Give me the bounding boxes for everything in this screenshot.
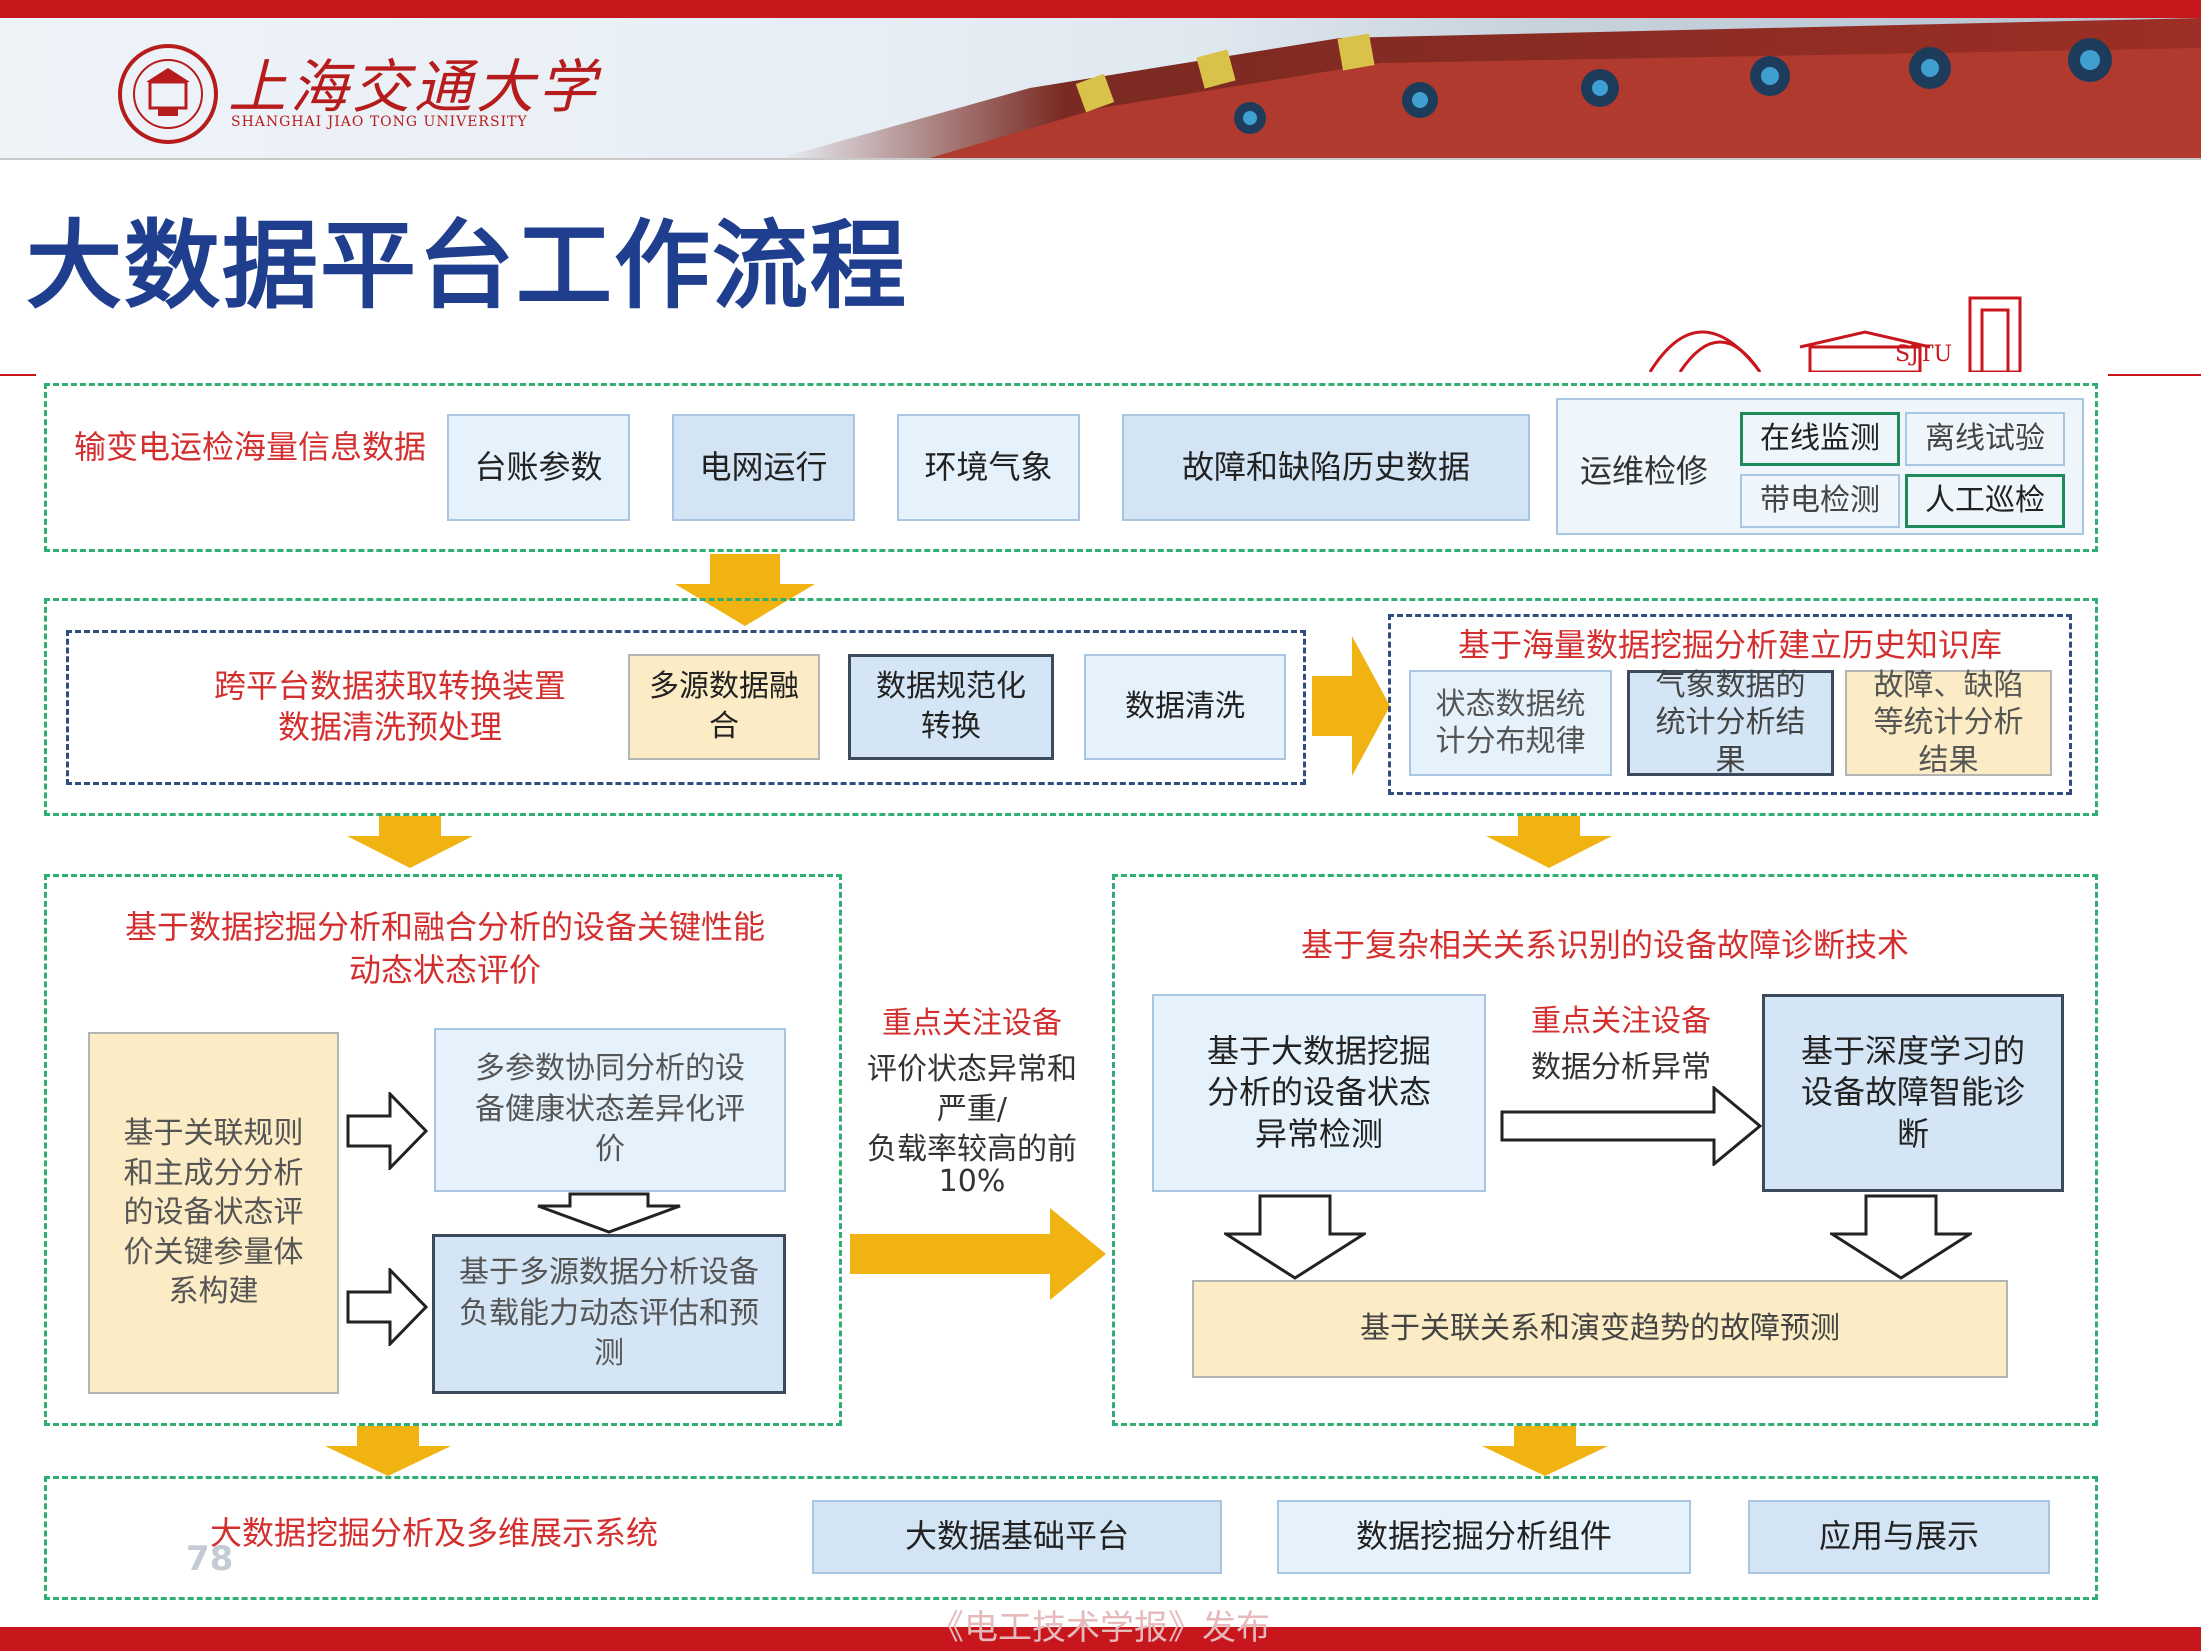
platform-big-data-base: 大数据基础平台 — [812, 1500, 1222, 1574]
bottom-red-bar — [0, 1627, 2201, 1651]
data-sources-label: 输变电运检海量信息数据 — [73, 428, 426, 466]
diagnosis-note-black: 数据分析异常 — [1531, 1050, 1711, 1085]
step-data-cleaning: 数据清洗 — [1084, 654, 1286, 760]
ops-online-monitoring: 在线监测 — [1740, 412, 1900, 466]
sjtu-mark: SJTU — [1895, 342, 1953, 367]
step-multisource-fusion: 多源数据融合 — [628, 654, 820, 760]
hollow-arrow-right-1-icon — [346, 1090, 429, 1172]
journal-watermark: 《电工技术学报》发布 — [930, 1608, 1270, 1648]
evaluation-panel-title: 基于数据挖掘分析和融合分析的设备关键性能动态状态评价 — [124, 908, 765, 990]
hollow-arrow-right-long-icon — [1500, 1084, 1763, 1168]
page-number: 78 — [186, 1539, 234, 1579]
right-red-rule — [2108, 374, 2201, 376]
flow-arrow-right-icon — [1312, 636, 1390, 776]
source-fault-history: 故障和缺陷历史数据 — [1122, 414, 1530, 521]
university-seal-icon — [116, 42, 220, 146]
big-flow-arrow-right-icon — [850, 1208, 1106, 1300]
source-environment-weather: 环境气象 — [897, 414, 1080, 521]
middle-note-red: 重点关注设备 — [882, 1006, 1062, 1041]
platform-mining-components: 数据挖掘分析组件 — [1277, 1500, 1691, 1574]
step-data-normalization: 数据规范化转换 — [848, 654, 1054, 760]
health-differential-eval-box: 多参数协同分析的设备健康状态差异化评价 — [434, 1028, 786, 1192]
hollow-arrow-down-left-icon — [536, 1192, 682, 1234]
middle-note-line1: 评价状态异常和 — [867, 1052, 1077, 1087]
hollow-arrow-down-right-2-icon — [1826, 1194, 1976, 1280]
university-name-en: SHANGHAI JIAO TONG UNIVERSITY — [231, 114, 528, 130]
flow-arrow-2a-icon — [347, 816, 473, 868]
processing-section — [44, 598, 2098, 816]
university-name-cn: 上海交通大学 — [228, 53, 601, 121]
flow-arrow-1-icon — [675, 554, 815, 626]
diagnosis-note-red: 重点关注设备 — [1531, 1004, 1711, 1039]
flow-arrow-2b-icon — [1486, 816, 1612, 868]
kb-weather-analysis: 气象数据的统计分析结果 — [1627, 668, 1834, 778]
middle-note-line2: 严重/ — [936, 1092, 1008, 1127]
source-ledger-params: 台账参数 — [447, 414, 630, 521]
source-grid-operation: 电网运行 — [672, 414, 855, 521]
ops-offline-test: 离线试验 — [1905, 412, 2065, 466]
preprocess-group — [66, 630, 1306, 785]
flow-arrow-3a-icon — [325, 1426, 451, 1476]
knowledge-base-group — [1388, 614, 2072, 795]
header-divider — [0, 158, 2201, 160]
preprocess-label-line1: 跨平台数据获取转换装置 — [213, 667, 566, 705]
diagnosis-panel — [1112, 874, 2098, 1426]
middle-note-line3: 负载率较高的前 — [867, 1132, 1077, 1167]
page-title: 大数据平台工作流程 — [26, 210, 908, 322]
left-red-rule — [0, 374, 36, 376]
data-sources-section — [44, 383, 2098, 552]
knowledge-base-title: 基于海量数据挖掘分析建立历史知识库 — [1457, 626, 2002, 664]
roof-decoration — [780, 18, 2201, 158]
ops-live-detection: 带电检测 — [1740, 474, 1900, 528]
campus-gate-icon: SJTU — [1640, 292, 2040, 374]
evaluation-panel — [44, 874, 842, 1426]
hollow-arrow-right-2-icon — [346, 1266, 429, 1348]
hollow-arrow-down-right-1-icon — [1220, 1194, 1370, 1280]
presentation-section — [44, 1476, 2098, 1600]
key-parameter-system-box: 基于关联规则和主成分分析的设备状态评价关键参量体系构建 — [88, 1032, 339, 1394]
ops-maintenance-label: 运维检修 — [1580, 452, 1709, 490]
ops-manual-inspection: 人工巡检 — [1905, 474, 2065, 528]
kb-status-distribution: 状态数据统计分布规律 — [1409, 670, 1612, 776]
diagnosis-panel-title: 基于复杂相关关系识别的设备故障诊断技术 — [1300, 926, 1909, 964]
fault-prediction-box: 基于关联关系和演变趋势的故障预测 — [1192, 1280, 2008, 1378]
platform-app-display: 应用与展示 — [1748, 1500, 2050, 1574]
presentation-label: 大数据挖掘分析及多维展示系统 — [209, 1514, 658, 1552]
flow-arrow-3b-icon — [1482, 1426, 1608, 1476]
anomaly-detection-box: 基于大数据挖掘分析的设备状态异常检测 — [1152, 994, 1486, 1192]
load-capacity-eval-box: 基于多源数据分析设备负载能力动态评估和预测 — [432, 1234, 786, 1394]
kb-fault-defect-analysis: 故障、缺陷等统计分析结果 — [1845, 668, 2052, 778]
intelligent-diagnosis-box: 基于深度学习的设备故障智能诊断 — [1762, 994, 2064, 1192]
top-red-bar — [0, 0, 2201, 18]
preprocess-label-line2: 数据清洗预处理 — [277, 708, 502, 746]
middle-note-line4: 10% — [938, 1164, 1006, 1199]
